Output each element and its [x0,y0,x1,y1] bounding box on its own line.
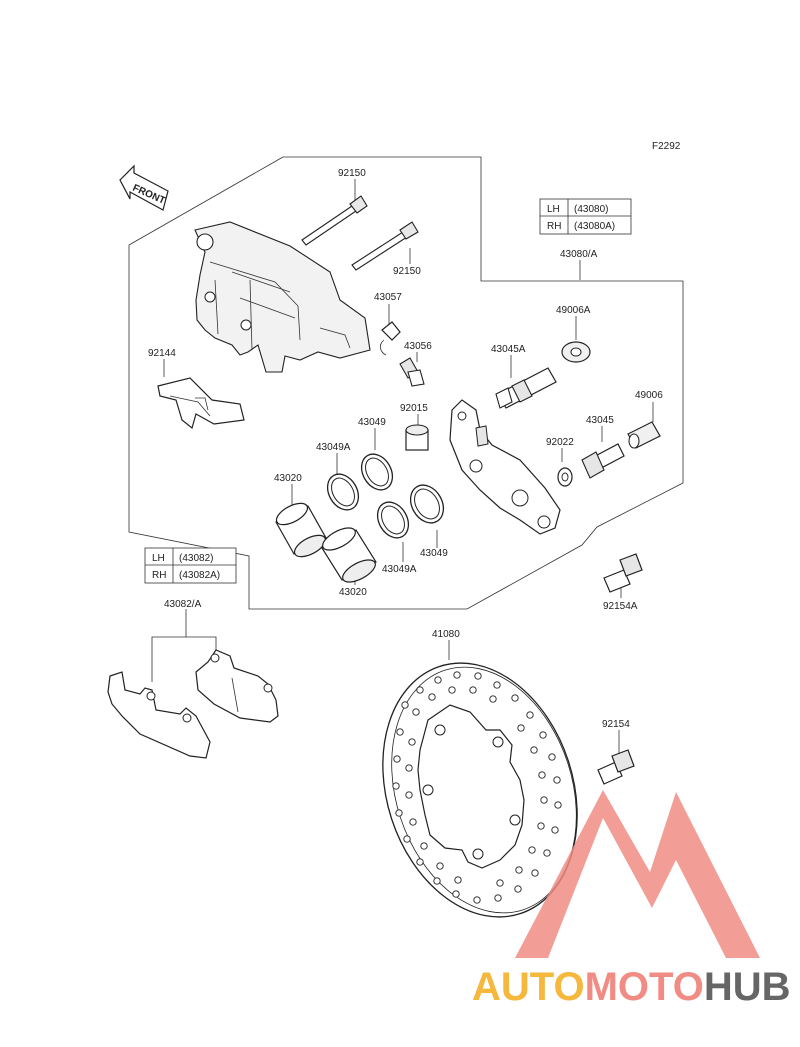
table-cell-side: LH [152,553,165,564]
table-cell-side: LH [547,204,560,215]
seal-43049-lower [409,484,445,524]
caliper-assembly-frame [128,156,684,610]
brake-disc-41080 [382,662,578,918]
part-label: 43049A [382,564,417,575]
seal-43049a-lower [376,501,410,539]
boot-49006a [561,341,591,363]
part-label: 43045 [586,415,614,426]
seal-43049a-upper [326,473,360,511]
pin-92150-upper [301,195,368,246]
part-labels: 92150 92150 43080/A 43057 43056 92144 49… [148,168,663,730]
piston-43020-lower [321,527,377,583]
part-label: 92154A [603,601,638,612]
front-arrow-icon: FRONT [119,164,169,211]
table-cell-code: (43082A) [179,570,220,581]
caliper-side-table: LH (43080) RH (43080A) [539,198,632,235]
seal-43049-upper [360,453,394,491]
disc-holes [392,671,562,904]
brake-pad-right [195,649,279,723]
table-cell-code: (43080A) [574,221,615,232]
collar-92015 [405,424,429,451]
part-label: 92015 [400,403,428,414]
brake-pad-left [107,671,211,759]
part-label: 43057 [374,292,402,303]
diagram-code: F2292 [652,141,681,152]
slide-pin-43045a [495,367,557,409]
watermark-moto: MOTO [585,965,704,1009]
part-label: 43082/A [164,599,202,610]
part-label: 43049A [316,442,351,453]
part-label: 43080/A [560,249,598,260]
boot-49006 [627,421,661,449]
part-label: 92144 [148,348,176,359]
automotohub-logo [515,790,760,958]
part-label: 92154 [602,719,630,730]
caliper-body [194,221,371,373]
table-cell-code: (43082) [179,553,213,564]
part-label: 43049 [420,548,448,559]
watermark-hub: HUB [704,965,791,1009]
part-label: 43056 [404,341,432,352]
part-label: 43045A [491,344,526,355]
caliper-bracket [449,399,561,535]
pad-spring-92144 [157,377,245,430]
part-label: 92150 [393,266,421,277]
watermark-auto: AUTO [472,965,585,1009]
part-label: 92150 [338,168,366,179]
piston-43020-upper [275,502,327,558]
bleeder-valve-43056 [399,357,425,387]
part-label: 49006 [635,390,663,401]
bolt-92154a [603,553,643,593]
pin-92150-lower [351,221,419,271]
bolt-92154 [597,749,635,785]
part-label: 43020 [339,587,367,598]
part-label: 92022 [546,437,574,448]
watermark-text: AUTOMOTOHUB [472,965,791,1009]
slide-pin-43045 [581,443,625,479]
table-cell-side: RH [152,570,166,581]
part-label: 43049 [358,417,386,428]
washer-92022 [557,467,573,487]
part-label: 49006A [556,305,591,316]
bleed-cap-43057 [380,321,401,356]
part-label: 43020 [274,473,302,484]
table-cell-code: (43080) [574,204,608,215]
part-label: 41080 [432,629,460,640]
pads-side-table: LH (43082) RH (43082A) [144,547,237,584]
table-cell-side: RH [547,221,561,232]
